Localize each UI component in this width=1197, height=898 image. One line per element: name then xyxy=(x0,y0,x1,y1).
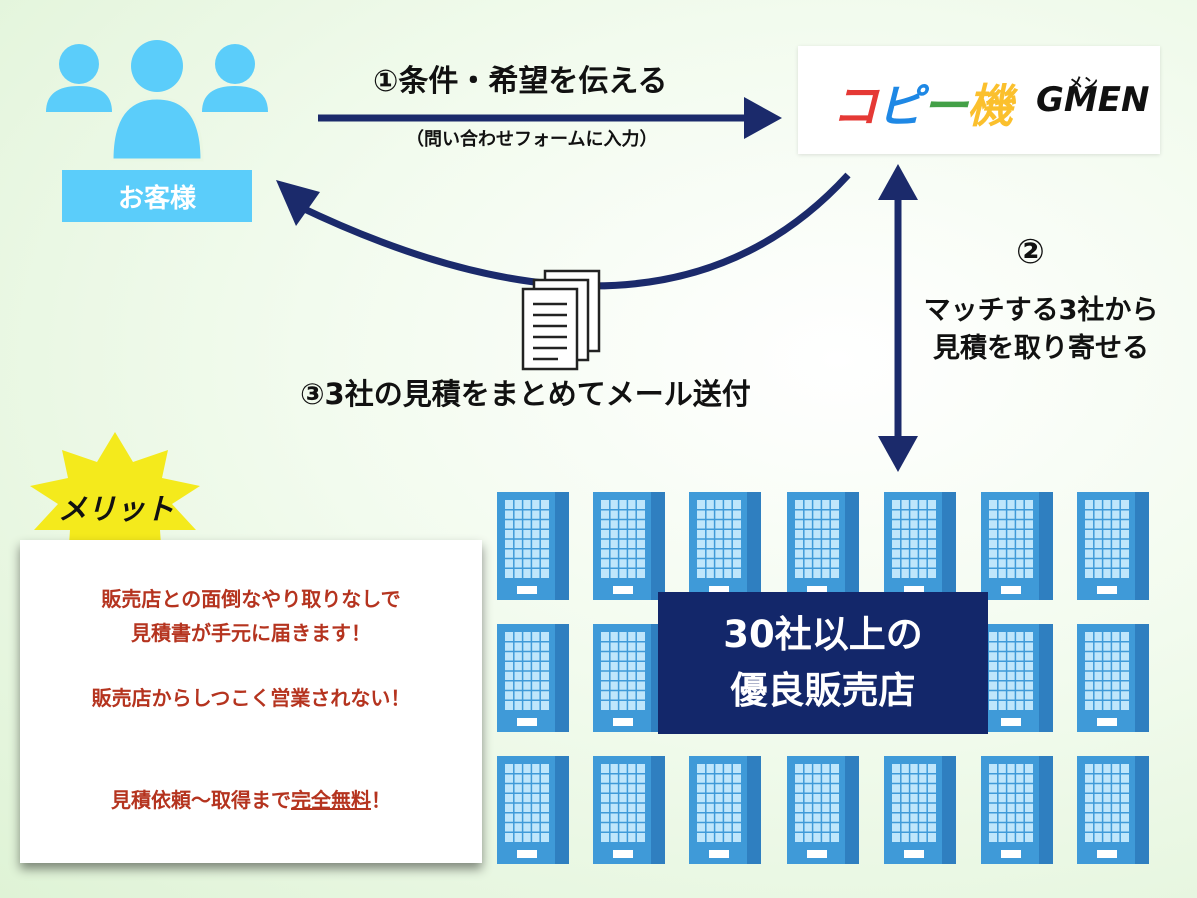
building-icon xyxy=(787,756,859,864)
dealer-line2: 優良販売店 xyxy=(730,669,916,712)
building-icon xyxy=(884,756,956,864)
building-icon xyxy=(497,624,569,732)
step2-line2: 見積を取り寄せる xyxy=(933,333,1149,364)
building-icon xyxy=(689,492,761,600)
customer-label: お客様 xyxy=(62,170,252,222)
building-icon xyxy=(981,624,1053,732)
building-icon xyxy=(689,756,761,864)
logo-text: コピー機 xyxy=(832,70,1013,136)
merit-badge-label: メリット xyxy=(57,492,174,526)
dealer-line1: 30社以上の xyxy=(723,613,923,656)
merit-line-1a: 販売店との面倒なやり取りなしで xyxy=(101,587,401,611)
building-icon xyxy=(981,492,1053,600)
building-icon xyxy=(1077,756,1149,864)
building-icon xyxy=(497,492,569,600)
step1-label: ①条件・希望を伝える xyxy=(373,64,668,99)
document-stack-icon xyxy=(521,269,601,371)
merit-line-3-emph: 完全無料 xyxy=(291,788,371,812)
building-icon xyxy=(497,756,569,864)
step1-arrow xyxy=(318,97,782,139)
step2-label: マッチする3社から 見積を取り寄せる xyxy=(912,292,1170,368)
merit-line-2: 販売店からしつこく営業されない！ xyxy=(91,686,411,710)
merit-line-3: 見積依頼〜取得まで完全無料！ xyxy=(20,784,482,813)
building-icon xyxy=(981,756,1053,864)
logo-men-kana: メン xyxy=(1068,74,1099,92)
step2-line1: マッチする3社から xyxy=(923,295,1159,326)
merit-star-badge xyxy=(30,432,200,566)
building-icon xyxy=(593,492,665,600)
building-icon xyxy=(1077,624,1149,732)
step1-sub-label: （問い合わせフォームに入力） xyxy=(406,129,658,150)
logo-char-2: ピ xyxy=(877,79,923,133)
merit-line-1b: 見積書が手元に届きます！ xyxy=(131,621,371,645)
building-icon xyxy=(593,756,665,864)
building-icon xyxy=(787,492,859,600)
logo-char-1: コ xyxy=(832,79,878,133)
users-icon xyxy=(46,40,268,162)
merit-line-3-post: ！ xyxy=(371,788,391,812)
logo-char-4: 機 xyxy=(967,79,1013,133)
logo-char-3: ー xyxy=(922,79,968,133)
building-icon xyxy=(884,492,956,600)
dealer-box: 30社以上の 優良販売店 xyxy=(658,592,988,734)
merit-line-3-pre: 見積依頼〜取得まで xyxy=(111,788,291,812)
merit-line-1: 販売店との面倒なやり取りなしで 見積書が手元に届きます！ xyxy=(20,582,482,650)
step3-label: ③3社の見積をまとめてメール送付 xyxy=(300,377,751,411)
step2-arrow xyxy=(878,164,918,472)
step2-number: ② xyxy=(1016,232,1045,272)
building-icon xyxy=(593,624,665,732)
logo-box: コピー機 GMEN メン xyxy=(798,46,1160,154)
logo-gmen: GMEN xyxy=(1036,80,1150,120)
building-icon xyxy=(1077,492,1149,600)
step3-arrow xyxy=(276,172,851,290)
merit-panel: 販売店との面倒なやり取りなしで 見積書が手元に届きます！ 販売店からしつこく営業… xyxy=(20,540,482,863)
